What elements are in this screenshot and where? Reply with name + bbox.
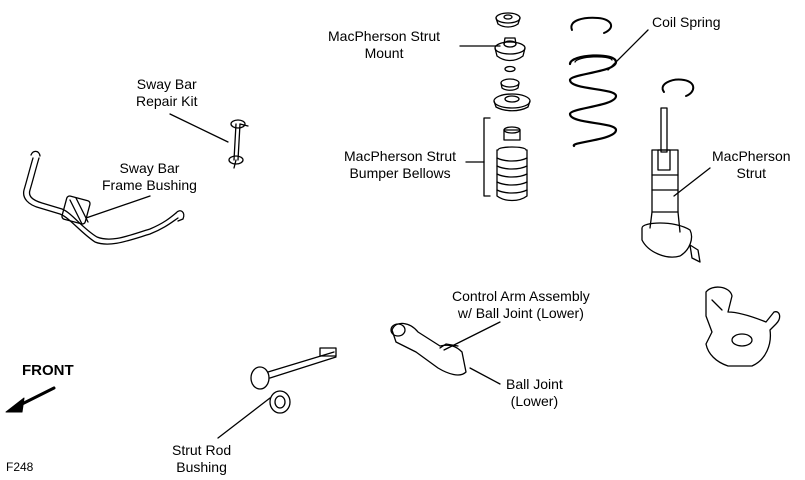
coil-spring-label: Coil Spring	[652, 14, 720, 31]
strut-mount-label: MacPherson Strut Mount	[328, 28, 440, 62]
control-arm-label-line-1: Control Arm Assembly	[452, 288, 590, 304]
strut-rod-bushing-label-line-1: Strut Rod	[172, 442, 232, 458]
strut-mount-stack	[493, 12, 531, 112]
steering-knuckle	[705, 286, 781, 367]
sway-bar-frame-bushing-label-line-1: Sway Bar	[119, 160, 180, 176]
bumper-bellows-label: MacPherson Strut Bumper Bellows	[344, 148, 456, 182]
bumper-bellows-label-line-1: MacPherson Strut	[344, 148, 457, 164]
leader-strut-rod-bushing	[217, 397, 271, 439]
coil-spring-label-text: Coil Spring	[652, 14, 721, 30]
leader-sway-bar-repair-kit	[169, 113, 229, 143]
sway-bar-repair-kit-label-line-1: Sway Bar	[136, 76, 197, 92]
leader-macpherson-strut	[673, 167, 711, 197]
sway-bar-repair-kit-label: Sway Bar Repair Kit	[136, 76, 197, 110]
leader-sway-bar-frame-bushing	[85, 195, 151, 219]
control-arm-label-line-2: w/ Ball Joint (Lower)	[457, 305, 584, 321]
strut-mount-label-line-1: MacPherson Strut	[328, 28, 441, 44]
sway-bar-frame-bushing-label: Sway Bar Frame Bushing	[102, 160, 197, 194]
front-arrow-icon	[5, 386, 56, 413]
strut-rod-bushing-label: Strut Rod Bushing	[172, 442, 231, 476]
ball-joint-label-line-2: (Lower)	[510, 393, 559, 409]
sway-bar-repair-kit-label-line-2: Repair Kit	[136, 93, 198, 109]
strut-rod-bushing	[269, 390, 291, 414]
ball-joint-label-line-1: Ball Joint	[506, 376, 563, 392]
figure-code: F248	[6, 460, 34, 474]
sway-bar-frame-bushing-label-line-2: Frame Bushing	[102, 177, 197, 193]
strut-mount-label-line-2: Mount	[364, 45, 404, 61]
macpherson-strut-label: MacPherson Strut	[712, 148, 791, 182]
bumper-bellows	[496, 126, 528, 202]
coil-spring	[568, 16, 695, 148]
sway-bar	[22, 150, 185, 245]
macpherson-strut-label-line-1: MacPherson	[712, 148, 791, 164]
strut-rod	[250, 347, 337, 390]
control-arm-label: Control Arm Assembly w/ Ball Joint (Lowe…	[452, 288, 590, 322]
bellows-bracket	[483, 117, 491, 197]
leader-lines	[85, 29, 711, 439]
ball-joint-label: Ball Joint (Lower)	[506, 376, 563, 410]
strut-rod-bushing-label-line-2: Bushing	[176, 459, 227, 475]
leader-ball-joint	[469, 367, 501, 385]
control-arm	[390, 322, 467, 376]
sway-bar-link	[228, 119, 249, 169]
macpherson-strut-label-line-2: Strut	[736, 165, 767, 181]
leader-control-arm	[443, 321, 501, 351]
front-label: FRONT	[22, 362, 74, 379]
bumper-bellows-label-line-2: Bumper Bellows	[349, 165, 451, 181]
macpherson-strut	[641, 107, 701, 263]
leader-coil-spring	[607, 29, 649, 71]
